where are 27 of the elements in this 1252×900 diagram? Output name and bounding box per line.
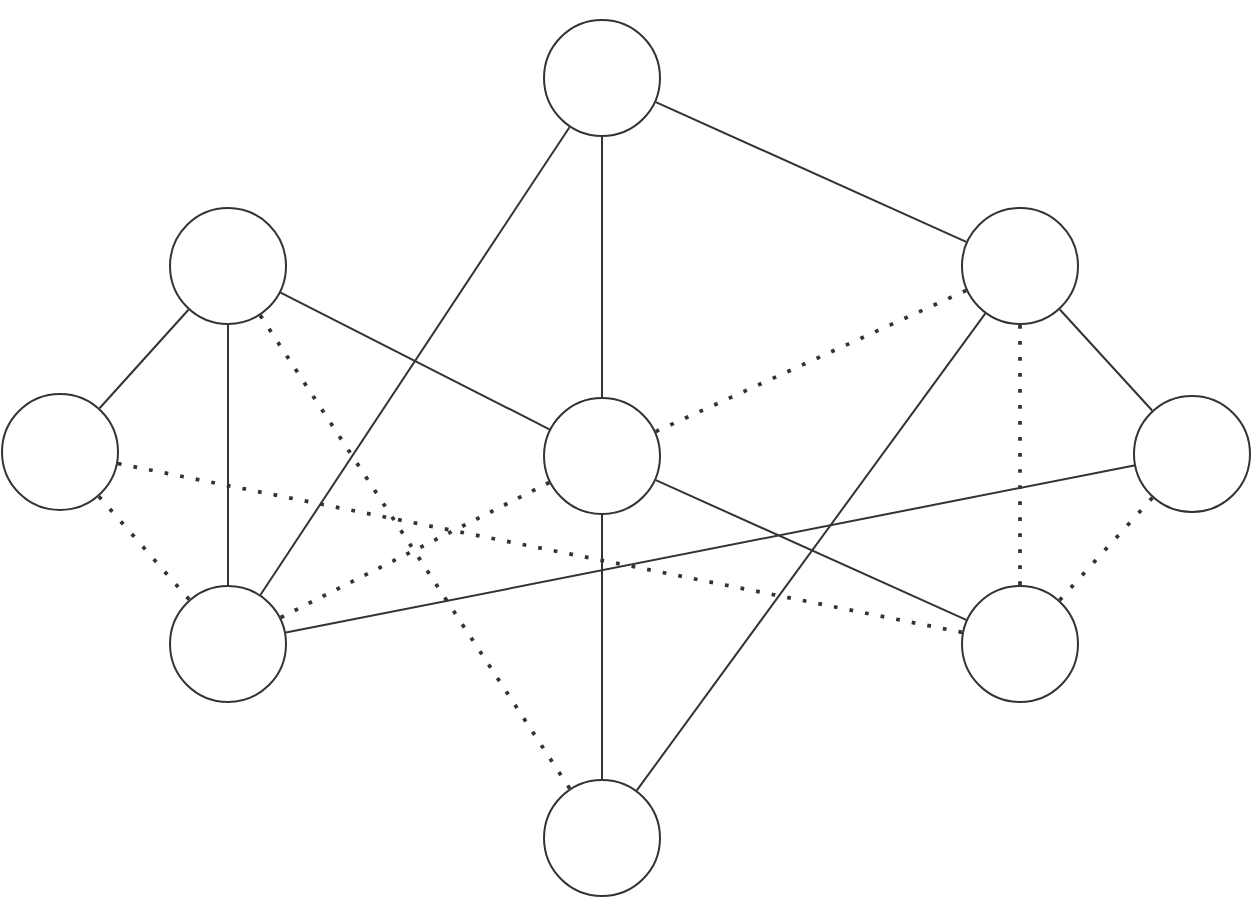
circle-node [1133, 395, 1251, 513]
circle-node [169, 207, 287, 325]
connecting-line [601, 136, 603, 398]
circle-node [1, 393, 119, 511]
circle-node [543, 779, 661, 897]
connecting-line [284, 464, 1136, 634]
connecting-line [1058, 308, 1154, 412]
connecting-line [601, 514, 603, 780]
connecting-line [259, 126, 571, 596]
dotted-line [1058, 496, 1154, 602]
dotted-line [117, 461, 963, 635]
connecting-line [279, 291, 551, 431]
circle-node [961, 207, 1079, 325]
circle-node [543, 397, 661, 515]
connecting-line [635, 312, 987, 792]
connecting-line [654, 479, 968, 621]
dotted-line [279, 480, 551, 620]
dotted-line [654, 288, 968, 434]
connecting-line [227, 324, 229, 586]
dotted-line [258, 314, 572, 790]
circle-node [169, 585, 287, 703]
connecting-line [654, 101, 968, 243]
dotted-line [97, 495, 191, 601]
connecting-line [98, 308, 190, 410]
dotted-line [1018, 325, 1022, 585]
circle-node [961, 585, 1079, 703]
circle-node [543, 19, 661, 137]
